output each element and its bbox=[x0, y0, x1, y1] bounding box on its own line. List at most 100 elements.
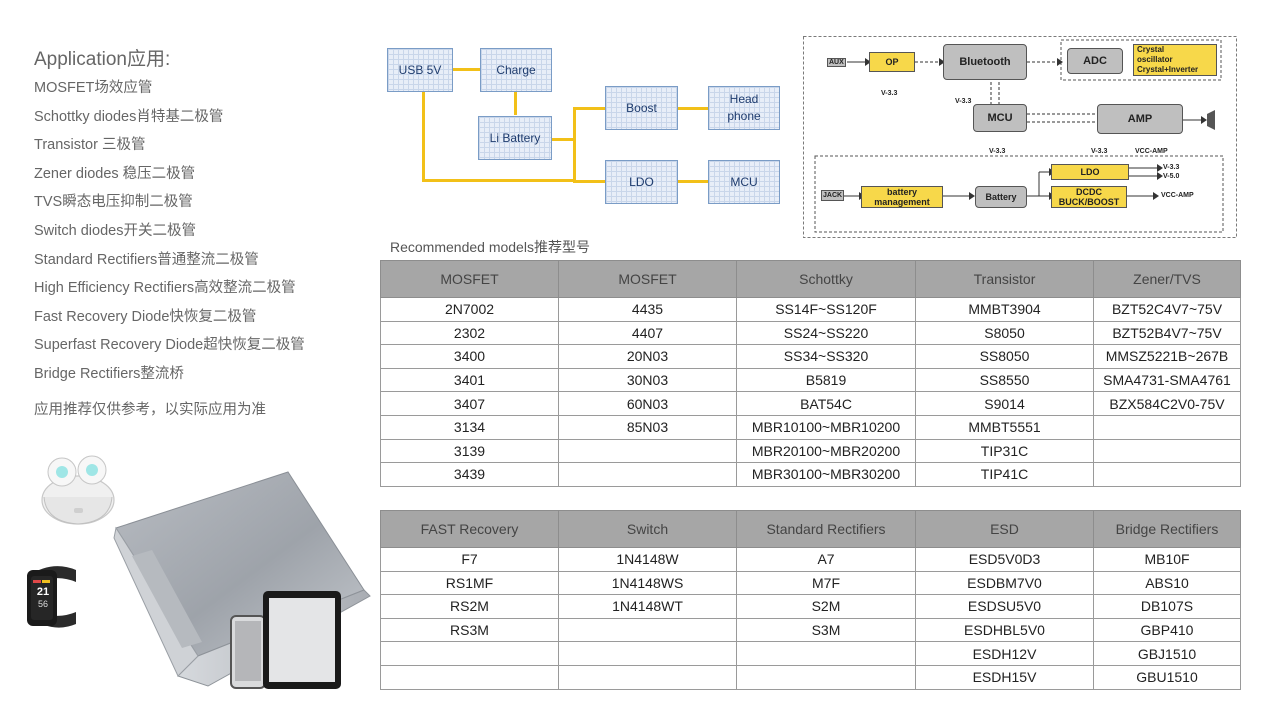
application-list: MOSFET场效应管 Schottky diodes肖特基二极管 Transis… bbox=[34, 78, 305, 393]
table-cell: 3400 bbox=[380, 344, 559, 369]
crystal-oscillator-box: Crystal oscillator Crystal+Inverter bbox=[1133, 44, 1217, 76]
headphone-block: Head phone bbox=[708, 86, 780, 130]
boost-block: Boost bbox=[605, 86, 678, 130]
table-cell bbox=[558, 641, 737, 666]
table-row: 2N7002 4435 SS14F~SS120F MMBT3904 BZT52C… bbox=[380, 297, 1241, 322]
table-cell: BZX584C2V0-75V bbox=[1093, 391, 1241, 416]
application-item: Switch diodes开关二极管 bbox=[34, 222, 196, 239]
table-cell: BAT54C bbox=[736, 391, 916, 416]
battery-mgmt-line2: management bbox=[874, 197, 930, 207]
table-cell: MMBT3904 bbox=[915, 297, 1094, 322]
battery-mgmt-line1: battery bbox=[886, 187, 917, 197]
table-cell bbox=[1093, 414, 1241, 440]
table-cell: MMSZ5221B~267B bbox=[1093, 344, 1241, 369]
table-cell bbox=[380, 664, 559, 690]
table-row: RS1MF 1N4148WS M7F ESDBM7V0 ABS10 bbox=[380, 570, 1241, 596]
headphone-label-line1: Head bbox=[729, 92, 759, 106]
table-cell: A7 bbox=[736, 547, 916, 572]
table-cell: 85N03 bbox=[558, 414, 737, 440]
application-note: 应用推荐仅供参考，以实际应用为准 bbox=[34, 402, 266, 418]
op-amp-box: OP bbox=[869, 52, 915, 72]
table-cell: SMA4731-SMA4761 bbox=[1093, 367, 1241, 393]
table-cell: ESDH15V bbox=[915, 664, 1094, 690]
connector-usb-charge bbox=[452, 68, 480, 71]
earbuds-image bbox=[36, 442, 116, 527]
application-item: High Efficiency Rectifiers高效整流二极管 bbox=[34, 280, 296, 297]
connector-ldo-mcu bbox=[678, 180, 708, 183]
table-cell: 2302 bbox=[380, 320, 559, 346]
connector-bottom bbox=[422, 179, 574, 182]
crystal-line3: Crystal+Inverter bbox=[1137, 65, 1199, 74]
watch-time-minutes: 56 bbox=[37, 599, 48, 609]
table-header: Schottky bbox=[736, 260, 916, 298]
connector-to-boost bbox=[573, 107, 605, 110]
aux-label: AUX bbox=[827, 58, 846, 67]
ldo-out-v33: V-3.3 bbox=[1163, 164, 1180, 171]
watch-time-hours: 21 bbox=[36, 586, 50, 598]
table-cell: S2M bbox=[736, 594, 916, 619]
table-cell: S9014 bbox=[915, 391, 1094, 416]
application-item: Transistor 三极管 bbox=[34, 137, 146, 154]
connector-boost-headphone bbox=[678, 107, 708, 110]
dcdc-line1: DCDC bbox=[1076, 187, 1102, 197]
application-item: Zener diodes 稳压二极管 bbox=[34, 165, 196, 182]
phone-image bbox=[230, 615, 266, 689]
table-cell: B5819 bbox=[736, 367, 916, 393]
table-cell: ESDSU5V0 bbox=[915, 594, 1094, 619]
connector-usb-down bbox=[422, 91, 425, 181]
table-header: MOSFET bbox=[380, 260, 559, 298]
table-row: F7 1N4148W A7 ESD5V0D3 MB10F bbox=[380, 547, 1241, 572]
amp-box: AMP bbox=[1097, 104, 1183, 134]
recommended-models-label: Recommended models推荐型号 bbox=[390, 239, 590, 255]
jack-label: JACK bbox=[821, 190, 845, 201]
ldo-box: LDO bbox=[1051, 164, 1129, 180]
table-header: Standard Rectifiers bbox=[736, 510, 916, 548]
application-title: Application应用: bbox=[34, 49, 171, 70]
table-header: MOSFET bbox=[558, 260, 737, 298]
table-row: ESDH12V GBJ1510 bbox=[380, 641, 1241, 666]
table-cell: GBJ1510 bbox=[1093, 641, 1241, 666]
table-row: ESDH15V GBU1510 bbox=[380, 664, 1241, 690]
table-cell: RS1MF bbox=[380, 570, 559, 596]
table-cell bbox=[1093, 462, 1241, 487]
usb-5v-block: USB 5V bbox=[387, 48, 453, 92]
tablet-image bbox=[262, 590, 342, 690]
table-cell: GBU1510 bbox=[1093, 664, 1241, 690]
table-header: Transistor bbox=[915, 260, 1094, 298]
connector-to-ldo bbox=[573, 180, 605, 183]
application-item: Schottky diodes肖特基二极管 bbox=[34, 108, 224, 125]
table-cell: TIP41C bbox=[915, 462, 1094, 487]
table-row: 3134 85N03 MBR10100~MBR10200 MMBT5551 bbox=[380, 414, 1241, 440]
op-voltage-label: V-3.3 bbox=[881, 90, 898, 97]
table-header: FAST Recovery bbox=[380, 510, 559, 548]
table-cell: MMBT5551 bbox=[915, 414, 1094, 440]
table-row: RS2M 1N4148WT S2M ESDSU5V0 DB107S bbox=[380, 594, 1241, 619]
application-item: Bridge Rectifiers整流桥 bbox=[34, 365, 184, 382]
table-cell: 3407 bbox=[380, 391, 559, 416]
table-row: RS3M S3M ESDHBL5V0 GBP410 bbox=[380, 617, 1241, 643]
table-cell: M7F bbox=[736, 570, 916, 596]
mcu-voltage-label: V-3.3 bbox=[989, 148, 1006, 155]
schematic-wires bbox=[803, 36, 1237, 238]
battery-management-box: battery management bbox=[861, 186, 943, 208]
smartwatch-image: 21 56 bbox=[24, 556, 80, 638]
adc-box: ADC bbox=[1067, 48, 1123, 74]
table-cell bbox=[558, 462, 737, 487]
table-cell: TIP31C bbox=[915, 438, 1094, 464]
table-cell: 20N03 bbox=[558, 344, 737, 369]
table-header-row: FAST Recovery Switch Standard Rectifiers… bbox=[380, 510, 1241, 548]
table-cell bbox=[558, 617, 737, 643]
recommended-models-table-2: FAST Recovery Switch Standard Rectifiers… bbox=[380, 510, 1241, 690]
application-item: Superfast Recovery Diode超快恢复二极管 bbox=[34, 337, 305, 354]
recommended-models-table-1: MOSFET MOSFET Schottky Transistor Zener/… bbox=[380, 260, 1241, 487]
table-cell: MBR10100~MBR10200 bbox=[736, 414, 916, 440]
battery-box: Battery bbox=[975, 186, 1027, 208]
headphone-label-line2: phone bbox=[727, 109, 761, 123]
table-cell: ESDH12V bbox=[915, 641, 1094, 666]
table-header: Zener/TVS bbox=[1093, 260, 1241, 298]
application-item: Standard Rectifiers普通整流二极管 bbox=[34, 251, 259, 268]
table-cell: GBP410 bbox=[1093, 617, 1241, 643]
table-row: 3439 MBR30100~MBR30200 TIP41C bbox=[380, 462, 1241, 487]
table-header: Switch bbox=[558, 510, 737, 548]
dcdc-box: DCDC BUCK/BOOST bbox=[1051, 186, 1127, 208]
